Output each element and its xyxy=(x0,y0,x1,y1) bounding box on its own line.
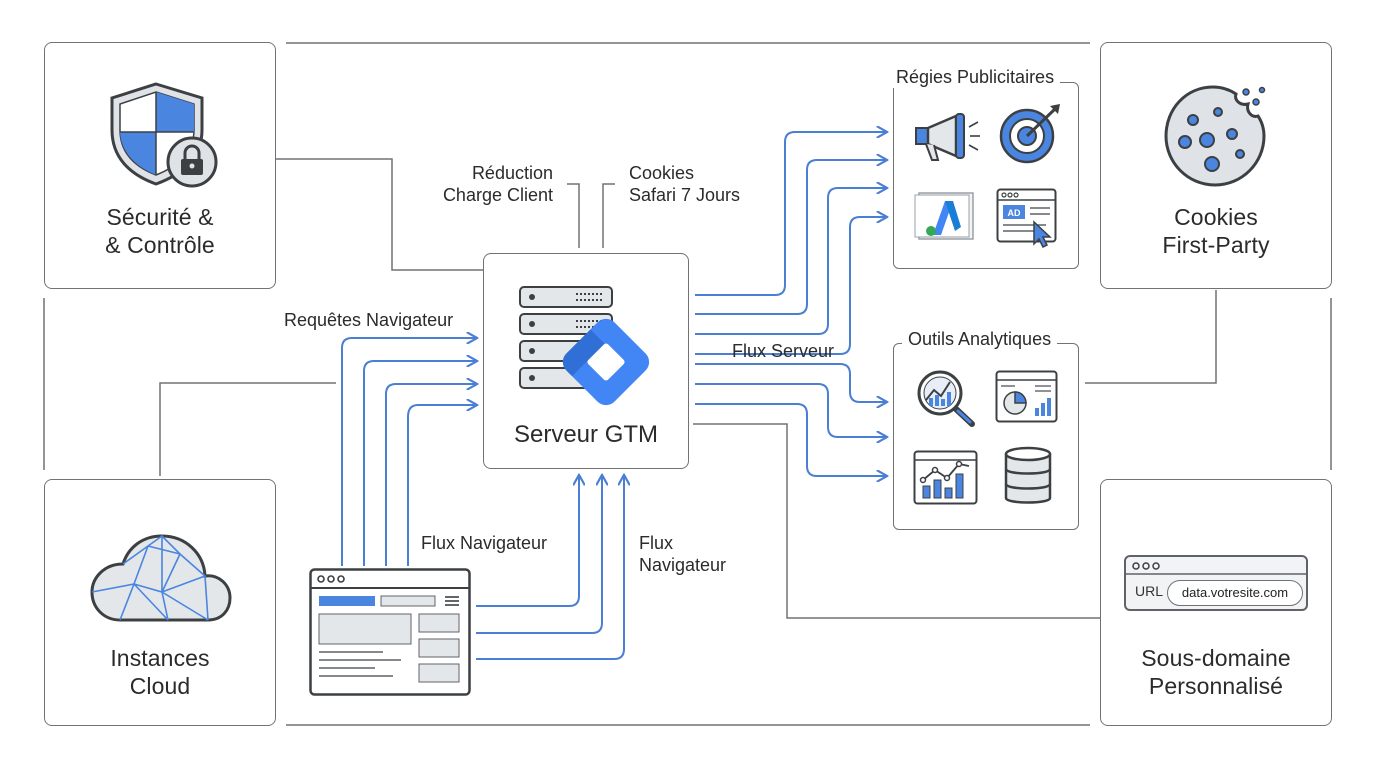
gtm-title: Serveur GTM xyxy=(513,421,659,448)
cookie-icon xyxy=(1164,85,1266,187)
requetes-label: Requêtes Navigateur xyxy=(284,310,454,330)
megaphone-icon xyxy=(915,113,980,161)
flux-navigateur-right-label: Flux Navigateur xyxy=(639,533,727,575)
reduction-label: Réduction Charge Client xyxy=(442,163,553,205)
ad-window-icon: AD xyxy=(996,188,1057,248)
magnifier-chart-icon xyxy=(917,370,975,427)
analytiques-title: Outils Analytiques xyxy=(902,328,1058,350)
url-label: URL xyxy=(1135,583,1164,599)
line-bar-chart-icon xyxy=(913,450,978,505)
cloud-icon xyxy=(90,534,232,622)
security-title: Sécurité & & Contrôle xyxy=(105,204,215,258)
cloud-title: Instances Cloud xyxy=(110,645,210,699)
flux-serveur-label: Flux Serveur xyxy=(732,341,835,361)
shield-lock-icon xyxy=(110,82,218,188)
server-stack-icon xyxy=(519,286,650,406)
browser-window-icon xyxy=(309,568,471,696)
subdomain-title: Sous-domaine Personnalisé xyxy=(1141,645,1291,699)
target-icon xyxy=(999,104,1060,164)
window-dots-icon xyxy=(1126,562,1306,575)
pie-dashboard-icon xyxy=(995,370,1058,423)
cookies-safari-label: Cookies Safari 7 Jours xyxy=(629,163,741,205)
svg-text:AD: AD xyxy=(1008,208,1021,218)
google-ads-icon xyxy=(914,192,974,240)
database-icon xyxy=(1004,446,1052,504)
url-value: data.votresite.com xyxy=(1167,580,1303,606)
cookies-title: Cookies First-Party xyxy=(1162,204,1270,258)
flux-navigateur-left-label: Flux Navigateur xyxy=(421,533,548,553)
regies-title: Régies Publicitaires xyxy=(890,66,1061,88)
